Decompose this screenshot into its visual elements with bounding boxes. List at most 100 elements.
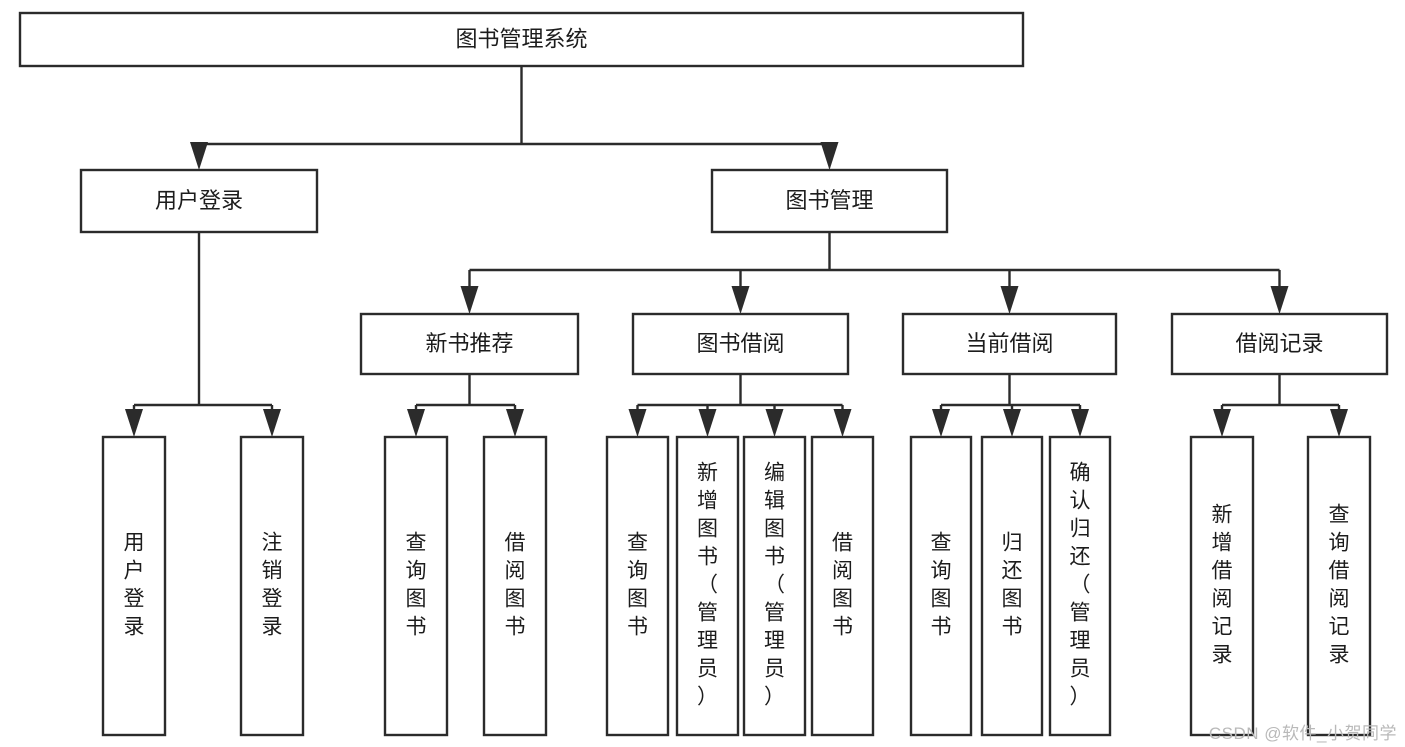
node-box (710, 168, 949, 234)
node-label-char: 增 (697, 490, 718, 513)
node-root[interactable]: 图书管理系统 (18, 11, 1025, 68)
node-label-char: 录 (262, 616, 283, 639)
node-label-char: 辑 (764, 490, 785, 513)
arrow-head-icon (1071, 409, 1089, 437)
node-label-char: 录 (1212, 644, 1233, 667)
arrow-head-icon (698, 409, 717, 437)
node-label-char: （ (764, 574, 785, 597)
node-label-char: 书 (1002, 616, 1023, 639)
node-label-char: 员 (697, 658, 718, 681)
node-label-char: 还 (1002, 560, 1023, 583)
node-level1-0[interactable]: 用户登录 (79, 168, 319, 234)
node-label-char: 登 (262, 588, 283, 611)
arrow-head-icon (1003, 409, 1021, 437)
nodes-layer: 图书管理系统用户登录图书管理新书推荐图书借阅当前借阅借阅记录用户登录注销登录查询… (18, 11, 1389, 737)
node-level1-1[interactable]: 图书管理 (710, 168, 949, 234)
node-leaf-0[interactable]: 用户登录 (101, 435, 167, 737)
node-box (239, 435, 305, 737)
node-label-char: 查 (406, 532, 427, 555)
node-box (383, 435, 449, 737)
node-box (18, 11, 1025, 68)
node-label-char: 员 (764, 658, 785, 681)
arrow-head-icon (1213, 409, 1231, 437)
arrow-head-icon (820, 142, 839, 170)
arrow-head-icon (1330, 409, 1348, 437)
arrow-head-icon (263, 409, 281, 437)
arrow-head-icon (628, 409, 647, 437)
node-box (675, 435, 740, 737)
node-label-char: 新 (697, 462, 718, 485)
arrow-head-icon (506, 409, 524, 437)
node-label-char: 书 (764, 546, 785, 569)
node-label-char: 员 (1070, 658, 1091, 681)
arrow-head-icon (460, 286, 479, 314)
node-box (605, 435, 670, 737)
node-box (101, 435, 167, 737)
arrow-head-icon (190, 142, 208, 170)
node-label-char: 询 (627, 560, 648, 583)
node-label-char: 询 (406, 560, 427, 583)
node-label-char: 书 (406, 616, 427, 639)
node-label-char: 阅 (832, 560, 853, 583)
node-label: 借阅记录 (1235, 331, 1323, 356)
node-box (482, 435, 548, 737)
arrow-head-icon (125, 409, 143, 437)
node-label-char: 增 (1212, 532, 1233, 555)
node-label-char: （ (697, 574, 718, 597)
node-level2-0[interactable]: 新书推荐 (359, 312, 580, 376)
node-label-char: 管 (764, 602, 785, 625)
node-label-char: 记 (1212, 616, 1233, 639)
node-box (742, 435, 807, 737)
node-label-char: 管 (1070, 602, 1091, 625)
node-label-char: 借 (505, 532, 526, 555)
arrow-head-icon (407, 409, 425, 437)
arrow-head-icon (833, 409, 852, 437)
node-box (631, 312, 850, 376)
node-label-char: 阅 (505, 560, 526, 583)
node-label-char: 理 (697, 630, 718, 653)
node-label-char: 图 (697, 518, 718, 541)
node-label-char: 借 (1329, 560, 1350, 583)
node-label-char: 查 (1329, 504, 1350, 527)
node-level2-2[interactable]: 当前借阅 (901, 312, 1118, 376)
node-label-char: 图 (832, 588, 853, 611)
node-label-char: 图 (1002, 588, 1023, 611)
node-box (1048, 435, 1112, 737)
node-label-char: 书 (627, 616, 648, 639)
node-label-char: 录 (1329, 644, 1350, 667)
node-box (909, 435, 973, 737)
node-label-char: 理 (1070, 630, 1091, 653)
node-label: 图书管理 (785, 188, 873, 213)
node-level2-1[interactable]: 图书借阅 (631, 312, 850, 376)
node-label-char: 书 (697, 546, 718, 569)
node-label-char: 确 (1070, 462, 1091, 485)
node-label: 新书推荐 (425, 331, 513, 356)
node-label-char: 登 (124, 588, 145, 611)
node-label-char: 询 (1329, 532, 1350, 555)
node-label-char: 阅 (1212, 588, 1233, 611)
node-label-char: 图 (627, 588, 648, 611)
node-label-char: 书 (505, 616, 526, 639)
node-label-char: ） (764, 686, 785, 709)
node-box (359, 312, 580, 376)
node-label-char: 销 (262, 560, 283, 583)
node-level2-3[interactable]: 借阅记录 (1170, 312, 1389, 376)
arrow-head-icon (1000, 286, 1019, 314)
node-label-char: ） (697, 686, 718, 709)
node-label-char: 询 (931, 560, 952, 583)
node-label-char: 户 (124, 560, 145, 583)
node-box (1170, 312, 1389, 376)
